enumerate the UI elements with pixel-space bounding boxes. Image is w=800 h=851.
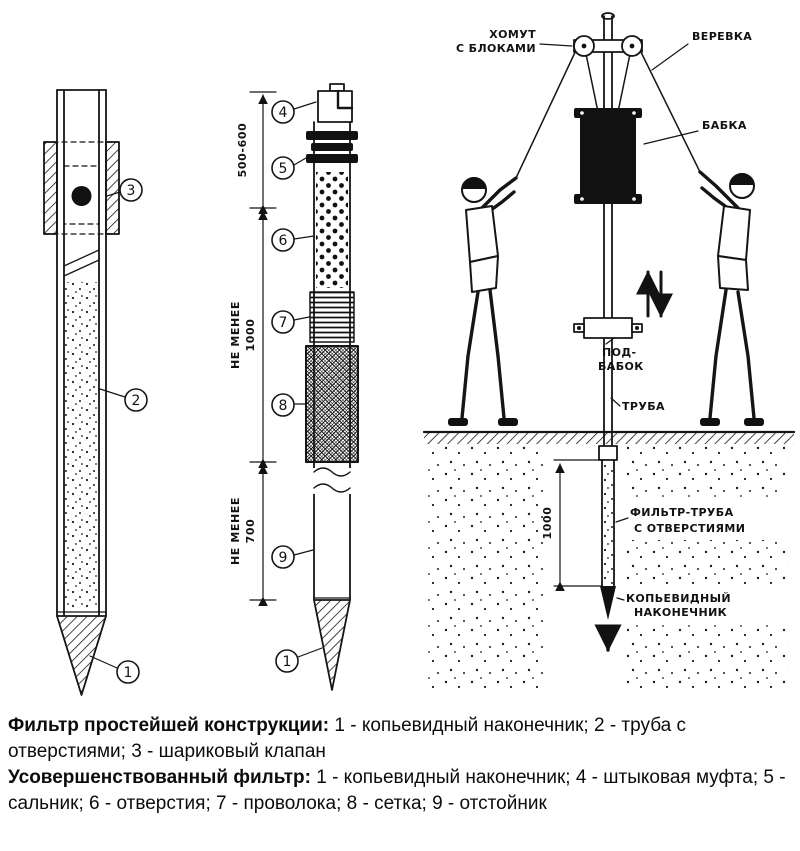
label-clamp-line2: С БЛОКАМИ [456, 42, 536, 55]
callout-6: 6 [271, 228, 315, 252]
ball-valve [71, 186, 92, 206]
label-pipe: ТРУБА [622, 400, 665, 413]
caption-improved-title: Усовершенствованный фильтр: [8, 767, 311, 789]
spear-tip-improved [313, 599, 351, 691]
callout-3-number: 3 [127, 183, 136, 199]
callout-6-number: 6 [279, 233, 288, 249]
callout-3: 3 [106, 178, 143, 202]
caption-line-improved: Усовершенствованный фильтр: 1 - копьевид… [8, 765, 788, 816]
label-clamp-line1: ХОМУТ [489, 28, 536, 41]
valve-sleeve [43, 141, 120, 235]
worker-right [698, 170, 764, 426]
ropes [515, 45, 701, 179]
bayonet-coupling [317, 83, 354, 123]
callout-4: 4 [271, 100, 317, 124]
underground-spear-tip [600, 586, 616, 620]
callout-1-middle-number: 1 [283, 654, 292, 670]
dim-top-label: 500-600 [236, 123, 249, 178]
underground-filter-pipe [594, 445, 622, 652]
callout-8: 8 [271, 393, 306, 417]
spear-tip [56, 615, 107, 696]
scene-labels: ХОМУТ С БЛОКАМИ ВЕРЕВКА БАБКА ПОД- БАБОК… [456, 28, 752, 619]
label-subhammer-line1: ПОД- [602, 346, 637, 359]
callout-1-left: 1 [89, 655, 140, 684]
callout-2-number: 2 [132, 393, 141, 409]
caption-simple-text: 1 - копьевидный наконечник; 2 - труба с … [8, 715, 686, 762]
simple-filter-diagram: 3 2 1 [43, 89, 148, 696]
worker-left [448, 176, 518, 426]
figure-caption: Фильтр простейшей конструкции: 1 - копье… [0, 705, 800, 817]
pulley-clamp [573, 35, 643, 57]
holes-section [316, 172, 348, 288]
ground-line [422, 430, 796, 444]
well-filter-figure: 3 2 1 500-600 НЕ МЕНЕЕ 1000 НЕ МЕНЕЕ [43, 12, 796, 696]
label-tip-line2: НАКОНЕЧНИК [634, 606, 727, 619]
depth-dimension: 1000 [541, 459, 603, 591]
hammer-weight [574, 108, 642, 204]
callout-9: 9 [271, 545, 314, 569]
mesh-section [305, 345, 359, 463]
callout-7: 7 [271, 310, 310, 334]
label-tip-line1: КОПЬЕВИДНЫЙ [626, 592, 731, 605]
motion-arrows [636, 270, 673, 318]
improved-filter-diagram: 500-600 НЕ МЕНЕЕ 1000 НЕ МЕНЕЕ 700 [229, 83, 359, 691]
dim-mid-value: 1000 [244, 318, 257, 351]
callout-5: 5 [271, 156, 307, 180]
perforated-zone [64, 282, 99, 610]
wire-winding [309, 291, 355, 343]
subhammer-clamp [573, 317, 643, 339]
callout-1-middle: 1 [275, 647, 323, 673]
label-hammer: БАБКА [702, 119, 747, 132]
callout-9-number: 9 [279, 550, 288, 566]
callout-2: 2 [99, 388, 148, 412]
dim-mid-text: НЕ МЕНЕЕ [229, 301, 242, 369]
callout-4-number: 4 [279, 105, 288, 121]
dim-bot-text: НЕ МЕНЕЕ [229, 497, 242, 565]
drive-pipe [601, 12, 615, 447]
gland-seal [306, 131, 358, 163]
pipe-driving-scene: 1000 ХОМУТ С БЛОКАМИ ВЕРЕВКА БАБКА ПОД- … [422, 12, 796, 696]
caption-simple-title: Фильтр простейшей конструкции: [8, 715, 330, 736]
pipe-break-squiggle [311, 467, 353, 494]
label-subhammer-line2: БАБОК [598, 360, 644, 373]
depth-dim-label: 1000 [541, 506, 554, 539]
caption-line-simple: Фильтр простейшей конструкции: 1 - копье… [8, 713, 788, 764]
label-filter-line2: С ОТВЕРСТИЯМИ [634, 522, 745, 535]
callout-8-number: 8 [279, 398, 288, 414]
pipe-break [63, 249, 100, 277]
label-filter-line1: ФИЛЬТР-ТРУБА [630, 506, 734, 519]
label-rope: ВЕРЕВКА [692, 30, 752, 43]
callout-1-left-number: 1 [124, 665, 133, 681]
dimension-lines: 500-600 НЕ МЕНЕЕ 1000 НЕ МЕНЕЕ 700 [229, 91, 277, 606]
dim-bot-value: 700 [244, 519, 257, 544]
callout-7-number: 7 [279, 315, 288, 331]
caption-improved-text: 1 - копьевидный наконечник; 4 - штыковая… [8, 767, 786, 814]
callout-5-number: 5 [279, 161, 288, 177]
